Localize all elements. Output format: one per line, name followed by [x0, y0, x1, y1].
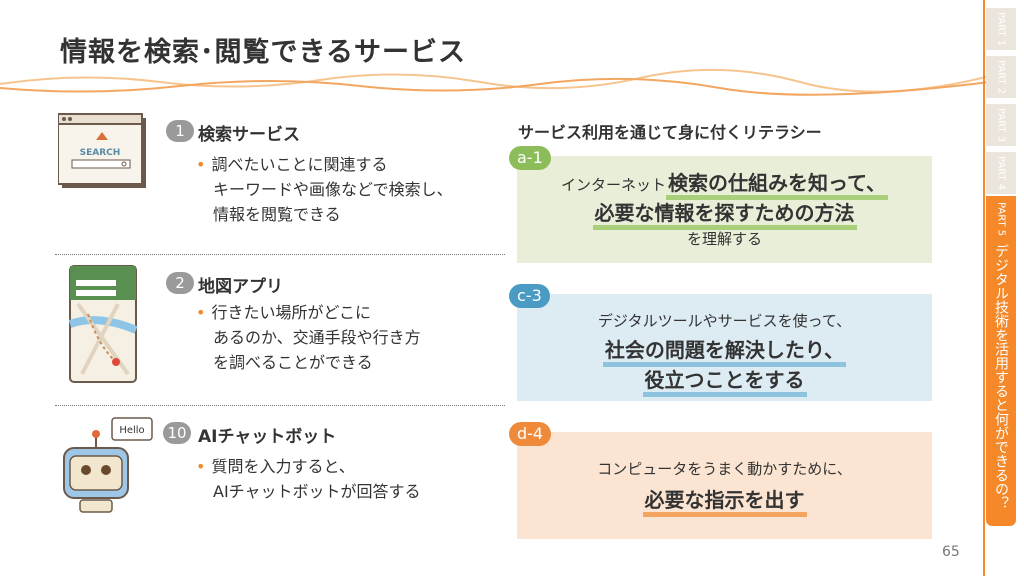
desc-line: 質問を入力すると、	[211, 457, 355, 476]
desc-line: あるのか、交通手段や行き方	[213, 328, 421, 347]
box-emphasis: 検索の仕組みを知って、	[666, 171, 888, 200]
desc-line: 情報を閲覧できる	[213, 205, 341, 224]
wave-decoration	[0, 68, 990, 96]
item-number: 2	[166, 272, 194, 294]
active-tab-title: デジタル技術を活用すると何ができるの？	[993, 244, 1009, 511]
item-description: •調べたいことに関連する キーワードや画像などで検索し、 情報を閲覧できる	[196, 152, 453, 227]
literacy-tag: a-1	[509, 146, 551, 170]
page-title: 情報を検索･閲覧できるサービス	[60, 37, 466, 68]
service-item-chatbot: Hello 10 AIチャットボット •質問を入力すると、 AIチャットボットが…	[58, 414, 508, 524]
desc-line: AIチャットボットが回答する	[213, 482, 421, 501]
page-number: 65	[942, 544, 960, 560]
search-browser-icon: SEARCH	[58, 113, 146, 188]
box-emphasis: 必要な指示を出す	[642, 488, 807, 517]
service-item-map: 2 地図アプリ •行きたい場所がどこに あるのか、交通手段や行き方 を調べること…	[58, 264, 508, 394]
item-name: AIチャットボット	[198, 427, 337, 447]
tab-part-1[interactable]: PART 1	[986, 8, 1016, 50]
robot-speech-text: Hello	[119, 425, 144, 436]
literacy-heading: サービス利用を通じて身に付くリテラシー	[518, 123, 822, 142]
box-emphasis: 役立つことをする	[642, 368, 807, 397]
item-name: 検索サービス	[198, 125, 300, 145]
box-emphasis: 社会の問題を解決したり、	[602, 338, 847, 367]
box-text: デジタルツールやサービスを使って、	[597, 312, 852, 330]
tab-part-5-active[interactable]: PART 5 デジタル技術を活用すると何ができるの？	[986, 196, 1016, 526]
box-text: を理解する	[686, 230, 762, 248]
literacy-tag: d-4	[509, 422, 552, 446]
search-illus-label: SEARCH	[80, 148, 121, 158]
literacy-box-d4: d-4 コンピュータをうまく動かすために、 必要な指示を出す	[509, 422, 932, 539]
desc-line: キーワードや画像などで検索し、	[213, 180, 453, 199]
box-text: コンピュータをうまく動かすために、	[597, 460, 852, 478]
item-description: •行きたい場所がどこに あるのか、交通手段や行き方 を調べることができる	[196, 300, 421, 375]
box-emphasis: 必要な情報を探すための方法	[592, 201, 857, 230]
literacy-box-a1: a-1 インターネット検索の仕組みを知って、 必要な情報を探すための方法 を理解…	[509, 146, 932, 263]
service-item-search: SEARCH 1 検索サービス •調べたいことに関連する キーワードや画像などで…	[58, 112, 508, 232]
map-app-icon	[68, 265, 138, 383]
tab-part-2[interactable]: PART 2	[986, 56, 1016, 98]
literacy-box-c3: c-3 デジタルツールやサービスを使って、 社会の問題を解決したり、 役立つこと…	[509, 284, 932, 401]
tab-part-3[interactable]: PART 3	[986, 104, 1016, 146]
literacy-tag: c-3	[509, 284, 550, 308]
item-number: 10	[163, 422, 191, 444]
tab-part-4[interactable]: PART 4	[986, 152, 1016, 194]
robot-icon: Hello	[63, 417, 153, 513]
desc-line: 行きたい場所がどこに	[211, 303, 371, 322]
item-description: •質問を入力すると、 AIチャットボットが回答する	[196, 454, 421, 504]
box-text: インターネット	[560, 176, 666, 194]
active-tab-label: PART 5	[995, 202, 1007, 237]
desc-line: 調べたいことに関連する	[211, 155, 388, 174]
item-number: 1	[166, 120, 194, 142]
divider	[55, 405, 505, 406]
divider	[55, 254, 505, 255]
item-name: 地図アプリ	[198, 277, 283, 297]
sidebar-divider	[983, 0, 985, 576]
desc-line: を調べることができる	[213, 353, 373, 372]
